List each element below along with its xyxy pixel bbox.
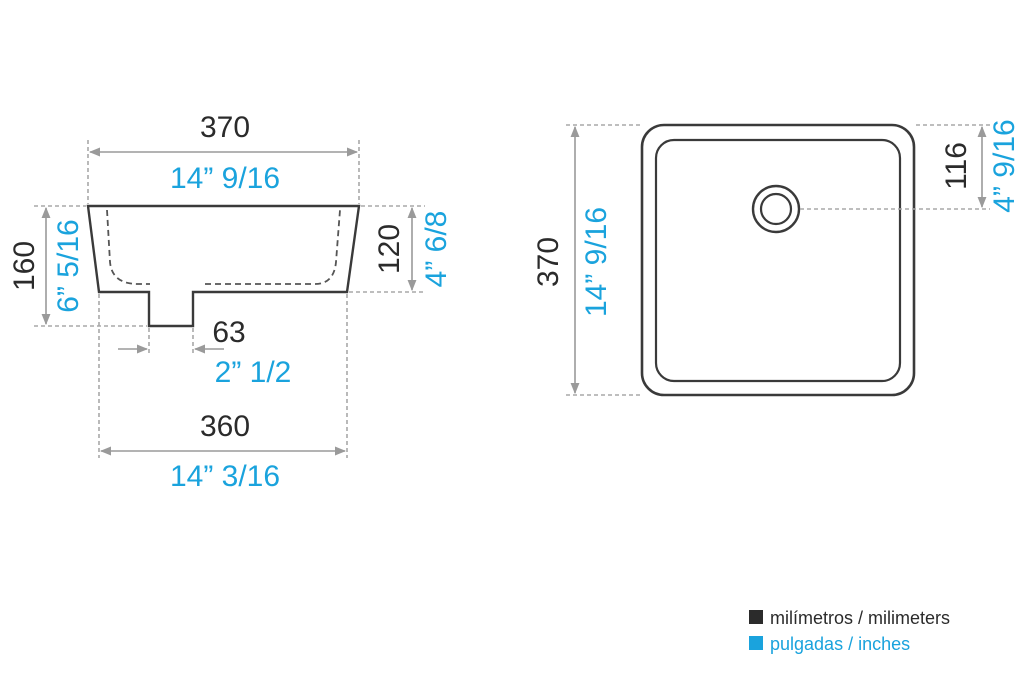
- top-view: 370 14” 9/16 116 4” 9/16: [532, 119, 1021, 397]
- legend-in-swatch: [749, 636, 763, 650]
- legend-mm-label: milímetros / milimeters: [770, 608, 950, 628]
- bottom-width-mm: 360: [200, 410, 250, 443]
- side-view-sink-outline: [86, 204, 361, 328]
- drain-offset-in: 4” 9/16: [988, 119, 1021, 212]
- legend-mm-swatch: [749, 610, 763, 624]
- top-view-inner-bowl: [654, 138, 902, 383]
- top-width-mm: 370: [200, 111, 250, 144]
- bowl-height-in: 4” 6/8: [420, 211, 453, 288]
- side-view: 370 14” 9/16 160 6” 5/16 120 4” 6/8 63 2…: [8, 111, 453, 493]
- top-width-in: 14” 9/16: [170, 162, 280, 195]
- bottom-width-in: 14” 3/16: [170, 460, 280, 493]
- drain-width-mm: 63: [212, 316, 245, 349]
- drain-inner-ring: [759, 192, 793, 226]
- drain-width-in: 2” 1/2: [215, 356, 292, 389]
- drain-outer-ring: [751, 184, 801, 234]
- total-height-in: 6” 5/16: [52, 219, 85, 312]
- top-view-outer-rim: [640, 123, 916, 397]
- bowl-height-mm: 120: [373, 224, 406, 274]
- drain-offset-mm: 116: [940, 142, 973, 190]
- legend-in-label: pulgadas / inches: [770, 634, 910, 654]
- length-in: 14” 9/16: [580, 207, 613, 317]
- side-view-inner-bowl: [106, 209, 341, 285]
- legend: milímetros / milimeters pulgadas / inche…: [749, 608, 950, 654]
- length-mm: 370: [532, 237, 565, 287]
- total-height-mm: 160: [8, 241, 41, 291]
